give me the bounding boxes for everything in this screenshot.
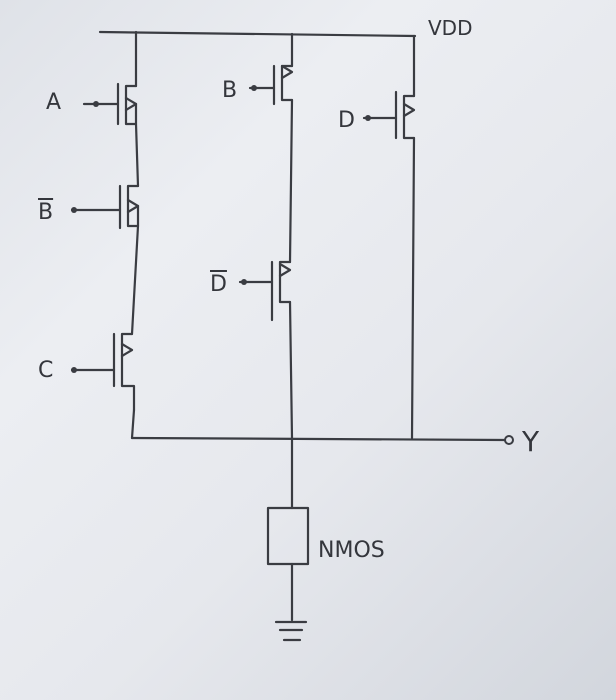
vdd-rail [98,30,417,38]
wire-d-to-output [410,136,416,440]
wire-a-to-bbar [134,122,140,188]
output-node-wire [130,436,507,442]
vdd-label: VDD [428,16,473,40]
output-label: Y [522,425,540,458]
pmos-transistor-d-bar [238,260,292,322]
pmos-transistor-b-bar [70,184,140,230]
pmos-transistor-b [248,64,294,106]
wire-b-to-dbar [288,98,294,264]
input-label-a: A [46,90,62,115]
input-label-d: D [338,108,355,133]
nmos-label: NMOS [318,538,385,563]
pmos-transistor-c [70,332,136,412]
output-terminal [504,435,514,445]
input-label-c: C [38,358,54,383]
ground-symbol [274,620,308,642]
pmos-transistor-a [82,82,138,126]
nmos-load-box [266,506,310,566]
wire-bbar-to-c [130,224,140,336]
input-label-b-bar: B [38,200,54,225]
input-label-d-bar: D [210,272,227,297]
pmos-transistor-d [362,90,416,140]
input-label-b: B [222,78,238,103]
wire-dbar-to-output [288,300,294,440]
wire-c-to-output [130,408,136,440]
